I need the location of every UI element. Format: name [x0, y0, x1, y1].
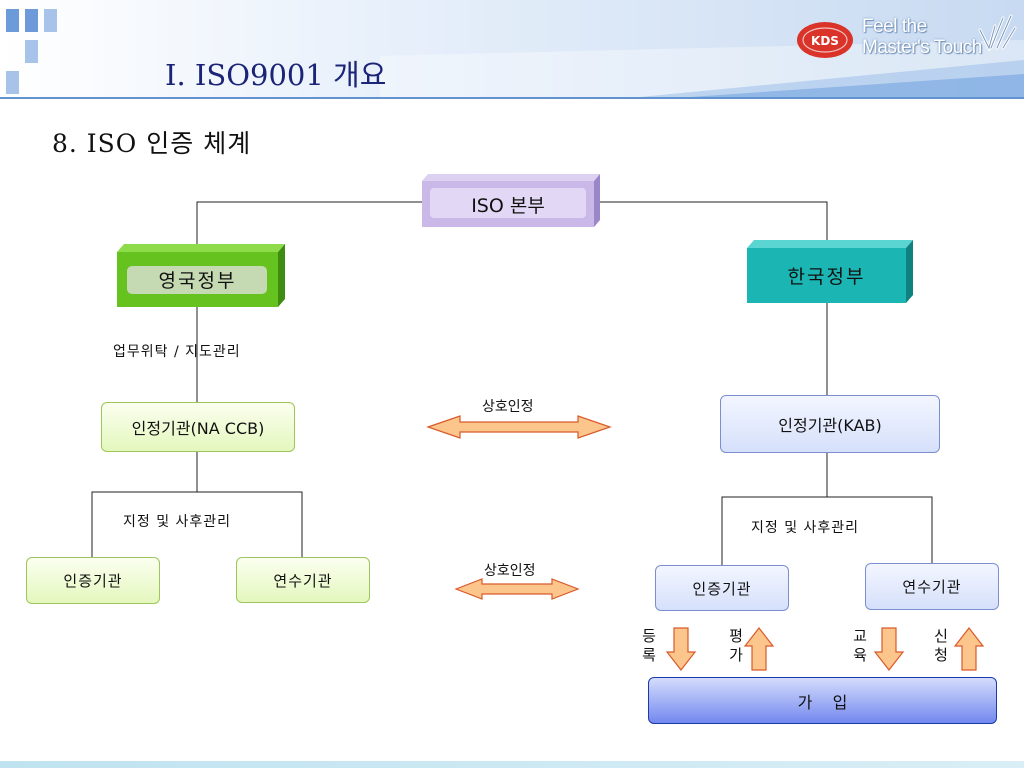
logo-text: KDS: [811, 34, 839, 48]
slogan: Feel the Master's Touch: [862, 16, 982, 58]
header-banner: [0, 0, 1024, 99]
uk-training-body-node: 연수기관: [236, 557, 370, 603]
slogan-line-1: Feel the: [862, 16, 927, 37]
down-arrow-icon: [665, 627, 697, 671]
kds-logo: KDS: [797, 22, 853, 58]
hand-mark-icon: [978, 14, 1017, 53]
designation-label-right: 지정 및 사후관리: [751, 520, 860, 536]
uk-gov-block: [117, 244, 285, 307]
page-title: I. ISO9001 개요: [165, 58, 387, 92]
double-arrow-icon: [426, 415, 612, 439]
kr-cert-body-node: 인증기관: [655, 565, 789, 611]
register-label: 등 록: [642, 627, 656, 664]
deco-square: [6, 9, 19, 32]
evaluate-label: 평 가: [729, 627, 743, 664]
slogan-line-2: Master's Touch: [862, 37, 982, 58]
kr-gov-block: [747, 240, 913, 303]
down-arrow-icon: [873, 627, 905, 671]
iso-hq-node: ISO 본부: [471, 194, 545, 217]
section-heading: 8. ISO 인증 체계: [52, 129, 252, 158]
kr-training-body-node: 연수기관: [865, 563, 999, 610]
up-arrow-icon: [953, 627, 985, 671]
deco-square: [6, 71, 19, 94]
membership-node: 가 입: [648, 677, 997, 724]
apply-label: 신 청: [934, 627, 948, 664]
uk-accreditor-node: 인정기관(NA CCB): [101, 402, 295, 452]
uk-gov-node: 영국정부: [158, 270, 237, 292]
deco-square: [44, 9, 57, 32]
mutual-recognition-label-bottom: 상호인정: [484, 563, 536, 579]
kr-accreditor-node: 인정기관(KAB): [720, 395, 940, 453]
kr-gov-node: 한국정부: [787, 266, 866, 288]
mutual-recognition-label-top: 상호인정: [482, 399, 534, 415]
uk-cert-body-node: 인증기관: [26, 557, 160, 604]
footer-bar: [0, 761, 1024, 768]
education-label: 교 육: [853, 627, 867, 664]
designation-label-left: 지정 및 사후관리: [123, 514, 232, 530]
iso-hq-block: [422, 174, 600, 227]
double-arrow-icon: [454, 578, 580, 600]
deco-square: [25, 40, 38, 63]
up-arrow-icon: [743, 627, 775, 671]
delegation-label: 업무위탁 / 지도관리: [113, 344, 241, 360]
deco-square: [25, 9, 38, 32]
